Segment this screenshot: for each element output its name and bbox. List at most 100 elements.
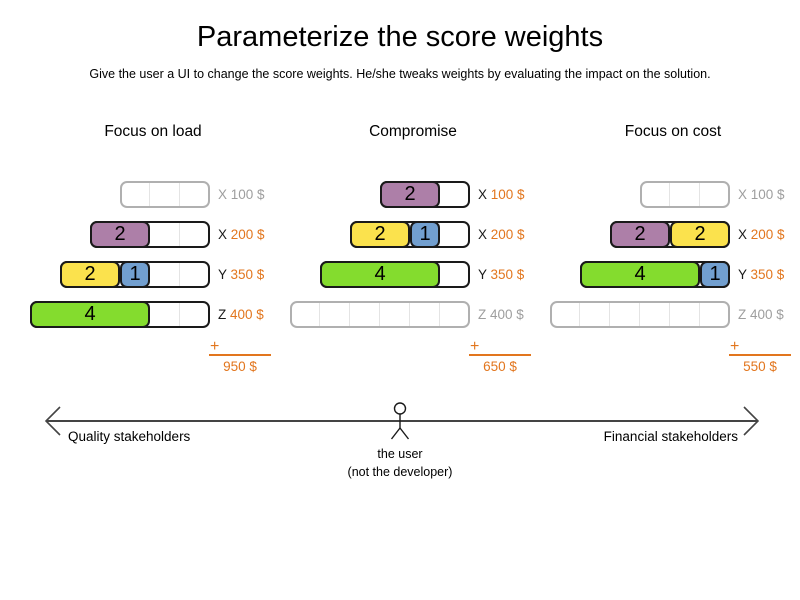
row-label: Z 400 $ xyxy=(218,307,264,322)
weight-block: 4 xyxy=(30,301,150,328)
row-label: X 100 $ xyxy=(738,187,785,202)
resource-letter: X xyxy=(738,187,748,202)
column-sum: +550 $ xyxy=(729,339,791,374)
price-label: 400 $ xyxy=(746,307,784,322)
row-label: Z 400 $ xyxy=(738,307,784,322)
weight-row: 2 X 200 $ xyxy=(30,221,276,248)
price-label: 350 $ xyxy=(746,267,785,282)
weight-bar xyxy=(120,181,210,208)
axis-label-financial: Financial stakeholders xyxy=(603,429,738,444)
stakeholder-axis: Quality stakeholders Financial stakehold… xyxy=(0,395,800,495)
axis-arrow-graphic xyxy=(44,402,760,440)
weight-bar xyxy=(640,181,730,208)
column-sum: +650 $ xyxy=(469,339,531,374)
bar-area xyxy=(290,301,470,328)
bar-area xyxy=(550,301,730,328)
resource-letter: X xyxy=(218,227,228,242)
row-label: X 200 $ xyxy=(738,227,785,242)
bar-area xyxy=(550,181,730,208)
resource-letter: Z xyxy=(218,307,227,322)
weight-bar: 2 xyxy=(380,181,470,208)
weight-block: 4 xyxy=(580,261,700,288)
left-arrowhead-icon xyxy=(44,406,61,436)
bar-area: 4 xyxy=(290,261,470,288)
weight-bar xyxy=(290,301,470,328)
row-label: Y 350 $ xyxy=(478,267,524,282)
axis-label-quality: Quality stakeholders xyxy=(68,429,191,444)
weight-block: 1 xyxy=(700,261,730,288)
price-label: 400 $ xyxy=(226,307,264,322)
resource-letter: X xyxy=(478,187,488,202)
user-stick-figure-icon xyxy=(390,402,410,440)
price-label: 100 $ xyxy=(487,187,525,202)
price-label: 100 $ xyxy=(227,187,265,202)
weight-block: 2 xyxy=(610,221,670,248)
plus-sign: + xyxy=(730,338,740,355)
column-header: Focus on cost xyxy=(624,123,722,140)
weight-row: 2 X 100 $ xyxy=(290,181,536,208)
column-sum: +950 $ xyxy=(209,339,271,374)
bar-area: 2 xyxy=(30,221,210,248)
resource-letter: Y xyxy=(218,267,227,282)
row-label: Y 350 $ xyxy=(738,267,784,282)
price-label: 100 $ xyxy=(747,187,785,202)
weight-row: 4 Z 400 $ xyxy=(30,301,276,328)
weight-bar: 4 xyxy=(30,301,210,328)
price-label: 350 $ xyxy=(226,267,265,282)
resource-letter: Z xyxy=(738,307,747,322)
page-subtitle: Give the user a UI to change the score w… xyxy=(89,67,711,82)
resource-letter: X xyxy=(218,187,228,202)
plus-sign: + xyxy=(210,338,220,355)
weight-block: 2 xyxy=(350,221,410,248)
resource-letter: X xyxy=(478,227,488,242)
resource-letter: Y xyxy=(738,267,747,282)
row-label: X 200 $ xyxy=(478,227,525,242)
total-value: 550 $ xyxy=(729,354,791,374)
weight-bar: 2 xyxy=(90,221,210,248)
column-header: Compromise xyxy=(369,123,457,140)
weight-block: 1 xyxy=(120,261,150,288)
weight-row: Z 400 $ xyxy=(290,301,536,328)
weight-block: 2 xyxy=(90,221,150,248)
column-header: Focus on load xyxy=(104,123,202,140)
total-value: 950 $ xyxy=(209,354,271,374)
row-label: X 100 $ xyxy=(478,187,525,202)
weight-block: 2 xyxy=(380,181,440,208)
weight-bar: 4 xyxy=(320,261,470,288)
user-label-line1: the user xyxy=(377,447,423,461)
resource-letter: Z xyxy=(478,307,487,322)
row-label: Y 350 $ xyxy=(218,267,264,282)
right-arrowhead-icon xyxy=(743,406,760,436)
weight-block: 4 xyxy=(320,261,440,288)
price-label: 400 $ xyxy=(486,307,524,322)
resource-letter: X xyxy=(738,227,748,242)
weight-block: 1 xyxy=(410,221,440,248)
price-label: 200 $ xyxy=(487,227,525,242)
price-label: 200 $ xyxy=(747,227,785,242)
bar-area: 2 xyxy=(290,181,470,208)
weight-row: 4 Y 350 $ xyxy=(290,261,536,288)
weight-block: 2 xyxy=(670,221,730,248)
row-label: X 100 $ xyxy=(218,187,265,202)
weight-row: Z 400 $ xyxy=(550,301,796,328)
bar-area: 4 xyxy=(30,301,210,328)
row-label: X 200 $ xyxy=(218,227,265,242)
bar-area xyxy=(30,181,210,208)
weight-row: X 100 $ xyxy=(30,181,276,208)
page-title: Parameterize the score weights xyxy=(196,21,604,53)
resource-letter: Y xyxy=(478,267,487,282)
